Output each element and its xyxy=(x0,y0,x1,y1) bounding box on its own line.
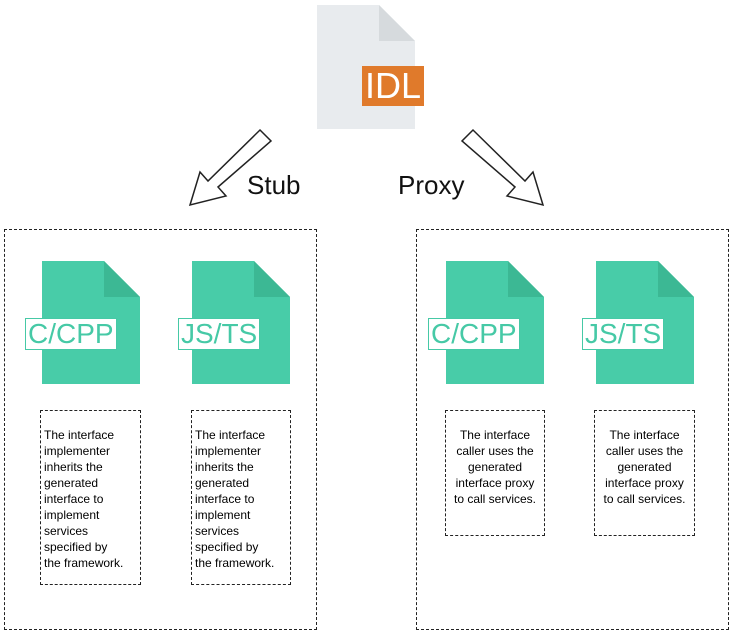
stub-js-badge: JS/TS xyxy=(178,318,261,350)
proxy-label: Proxy xyxy=(398,170,465,200)
stub-cpp-note: The interface implementer inherits the g… xyxy=(40,410,141,585)
idl-badge: IDL xyxy=(362,66,425,106)
stub-label: Stub xyxy=(247,170,301,200)
proxy-js-badge: JS/TS xyxy=(582,318,665,350)
proxy-cpp-badge: C/CPP xyxy=(428,318,520,350)
stub-js-note: The interface implementer inherits the g… xyxy=(191,410,291,585)
stub-arrow-icon xyxy=(185,125,275,210)
proxy-js-note: The interface caller uses the generated … xyxy=(594,410,695,536)
stub-cpp-badge: C/CPP xyxy=(25,318,117,350)
proxy-arrow-icon xyxy=(458,125,548,210)
stub-panel xyxy=(4,229,317,630)
proxy-cpp-note: The interface caller uses the generated … xyxy=(445,410,545,536)
proxy-panel xyxy=(416,229,729,630)
